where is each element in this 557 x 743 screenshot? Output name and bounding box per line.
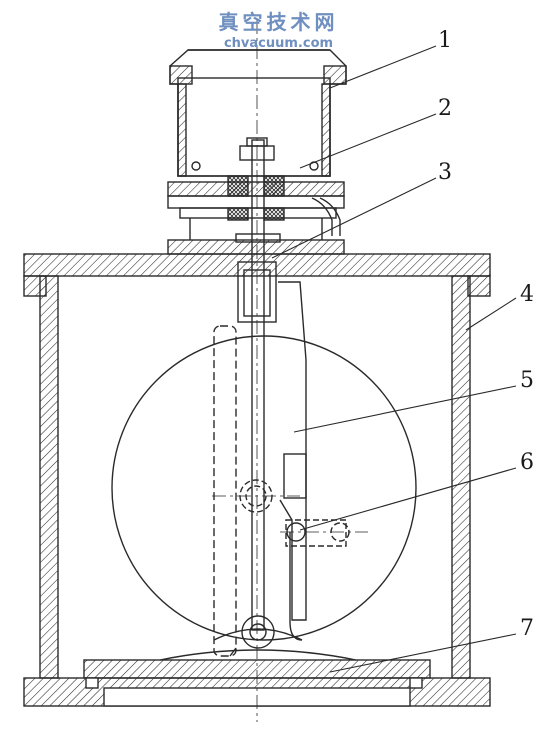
bottom-hinge — [213, 615, 303, 657]
top-cap-housing — [169, 49, 347, 177]
callout-3: 3 — [438, 160, 452, 185]
upper-flange — [167, 175, 345, 236]
center-lines — [212, 20, 368, 722]
watermark-site-name: 真空技术网 — [218, 10, 339, 34]
disc-open-outline — [213, 325, 237, 657]
chamber-walls — [39, 275, 471, 679]
callout-4: 4 — [520, 282, 534, 307]
watermark-site-url: chvacuum.com — [223, 36, 334, 51]
leader-lines — [271, 45, 517, 673]
callout-5: 5 — [520, 368, 534, 393]
callout-2: 2 — [438, 96, 452, 121]
callout-1: 1 — [438, 28, 452, 53]
callout-7: 7 — [520, 616, 534, 641]
callout-6: 6 — [520, 450, 534, 475]
valve-disc — [111, 335, 417, 641]
